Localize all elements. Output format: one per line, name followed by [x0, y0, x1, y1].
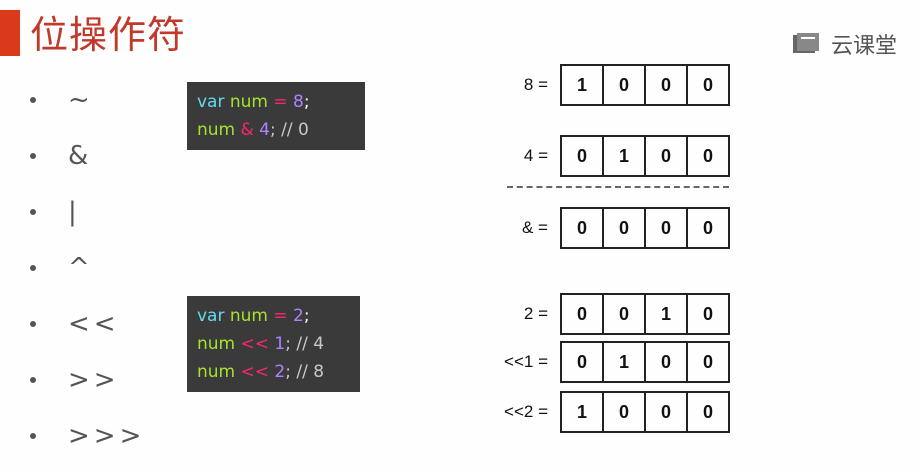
bullet-item: ~	[30, 80, 94, 120]
code-token: <<	[235, 334, 270, 354]
brand-name: 云课堂	[830, 34, 897, 59]
bit-cell: 0	[646, 393, 688, 431]
brand-logo: 云课堂	[791, 28, 897, 60]
code-token: 2	[269, 362, 286, 382]
bit-row-label: 2 =	[523, 304, 548, 323]
bit-cell: 0	[604, 66, 646, 104]
code-token: var	[197, 306, 225, 326]
code-token: 4	[253, 120, 271, 140]
bit-cell: 0	[604, 295, 646, 333]
code-token: =	[267, 92, 288, 112]
bullet-dot	[30, 377, 36, 383]
bit-row-label: & =	[522, 218, 548, 237]
code-token: 8	[287, 92, 304, 112]
code-token: num	[197, 362, 236, 382]
code-token: ; // 8	[285, 362, 325, 382]
bullet-text: <<	[68, 309, 120, 339]
code-block-and: var num = 8;num & 4; // 0	[187, 82, 365, 150]
page-title: 位操作符	[30, 13, 187, 57]
bullet-item: <<	[30, 304, 120, 344]
bit-row-label: 4 =	[523, 146, 548, 165]
bit-cell: 0	[646, 66, 688, 104]
code-line: var num = 2;	[197, 302, 350, 330]
bit-cell: 0	[702, 217, 713, 238]
bullet-dot	[30, 153, 36, 159]
bit-cell: 1	[562, 393, 604, 431]
code-token: 1	[269, 334, 286, 354]
code-token: num	[224, 92, 268, 112]
bit-cell: 1	[604, 343, 646, 381]
title-accent-bar	[0, 10, 20, 56]
bit-cell: 0	[562, 209, 604, 247]
bit-cell: 0	[604, 393, 646, 431]
bit-cell: 0	[604, 209, 646, 247]
code-line: num << 2; // 8	[197, 358, 350, 386]
bit-cell: 1	[646, 295, 688, 333]
code-token: &	[235, 120, 254, 140]
code-token: num	[197, 334, 236, 354]
code-token: num	[197, 120, 236, 140]
bullet-dot	[30, 433, 36, 439]
bit-row-label: 8 =	[523, 75, 548, 94]
dashed-divider	[507, 186, 729, 188]
bit-cell: 0	[702, 74, 713, 95]
code-token: var	[197, 92, 225, 112]
bit-cell: 0	[646, 209, 688, 247]
bullet-item: |	[30, 192, 81, 232]
code-line: num & 4; // 0	[197, 116, 355, 144]
code-token: 2	[287, 306, 304, 326]
bit-cell: 1	[562, 66, 604, 104]
bit-row-label: <<1 =	[504, 352, 548, 371]
bit-cell: 0	[562, 137, 604, 175]
bit-cell: 1	[604, 137, 646, 175]
code-token: <<	[235, 362, 270, 382]
bit-cell: 0	[702, 351, 713, 372]
bullet-text: &	[68, 141, 93, 171]
bullet-dot	[30, 321, 36, 327]
bullet-text: >>>	[68, 421, 146, 451]
bit-cell: 0	[702, 145, 713, 166]
bit-cell: 0	[702, 401, 713, 422]
code-token: ;	[303, 306, 310, 326]
bullet-item: ^	[30, 248, 94, 288]
bullet-dot	[30, 265, 36, 271]
code-line: var num = 8;	[197, 88, 355, 116]
code-token: =	[267, 306, 288, 326]
book-icon	[792, 33, 819, 53]
bullet-text: ~	[68, 85, 94, 115]
bit-cell: 0	[562, 343, 604, 381]
bullet-dot	[30, 97, 36, 103]
bullet-item: >>>	[30, 416, 145, 456]
bullet-text: ^	[68, 253, 94, 283]
code-token: ; // 0	[270, 120, 309, 140]
bit-row-label: <<2 =	[504, 402, 548, 421]
code-token: ; // 4	[285, 334, 325, 354]
bit-cell: 0	[646, 343, 688, 381]
bit-cell: 0	[702, 303, 713, 324]
bullet-item: >>	[30, 360, 120, 400]
code-line: num << 1; // 4	[197, 330, 350, 358]
bullet-text: |	[68, 197, 81, 227]
code-token: num	[224, 306, 268, 326]
bit-cell: 0	[562, 295, 604, 333]
bit-cell: 0	[646, 137, 688, 175]
bullet-dot	[30, 209, 36, 215]
bullet-text: >>	[68, 365, 120, 395]
bullet-item: &	[30, 136, 92, 176]
code-token: ;	[303, 92, 310, 112]
